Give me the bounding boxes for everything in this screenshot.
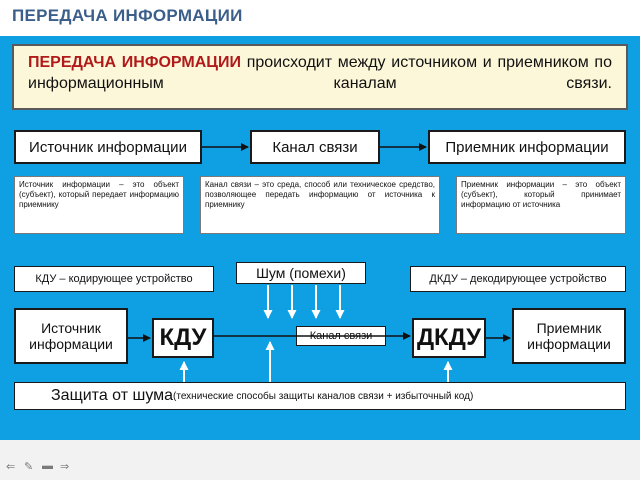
top-channel-box: Канал связи (250, 130, 380, 164)
top-receiver-box: Приемник информации (428, 130, 626, 164)
bottom-receiver-line2: информации (527, 336, 611, 352)
bottom-channel-box: Канал связи (296, 326, 386, 346)
intro-text-box: ПЕРЕДАЧА ИНФОРМАЦИИ происходит между ист… (12, 44, 628, 110)
protection-detail: (технические способы защиты каналов связ… (173, 390, 474, 402)
note-source-text: Источник информации – это объект (субъек… (19, 180, 179, 209)
kdu-legend-box: КДУ – кодирующее устройство (14, 266, 214, 292)
note-channel-text: Канал связи – это среда, способ или техн… (205, 180, 435, 209)
note-receiver: Приемник информации – это объект (субъек… (456, 176, 626, 234)
bottom-source-line2: информации (29, 336, 113, 352)
bottom-receiver-line1: Приемник (536, 320, 602, 336)
intro-highlight: ПЕРЕДАЧА ИНФОРМАЦИИ (28, 54, 241, 71)
kdu-label: КДУ (159, 324, 207, 351)
bottom-source-line1: Источник (41, 320, 101, 336)
bottom-receiver-box: Приемник информации (512, 308, 626, 364)
dkdu-label: ДКДУ (416, 324, 482, 351)
kdu-legend-text: КДУ – кодирующее устройство (35, 273, 193, 285)
note-receiver-text: Приемник информации – это объект (субъек… (461, 180, 621, 209)
noise-box: Шум (помехи) (236, 262, 366, 284)
kdu-box: КДУ (152, 318, 214, 358)
top-channel-label: Канал связи (272, 138, 358, 156)
dkdu-legend-box: ДКДУ – декодирующее устройство (410, 266, 626, 292)
prev-slide-icon[interactable]: ⇐ (6, 461, 16, 473)
note-source: Источник информации – это объект (субъек… (14, 176, 184, 234)
top-source-box: Источник информации (14, 130, 202, 164)
bottom-channel-label: Канал связи (309, 330, 373, 342)
noise-label: Шум (помехи) (256, 265, 346, 281)
top-source-label: Источник информации (29, 138, 187, 156)
top-receiver-label: Приемник информации (445, 138, 609, 156)
note-channel: Канал связи – это среда, способ или техн… (200, 176, 440, 234)
footer-bar (0, 440, 640, 480)
pen-icon[interactable]: ✎ (24, 461, 34, 473)
dkdu-legend-text: ДКДУ – декодирующее устройство (429, 273, 607, 285)
menu-icon[interactable]: ▬ (42, 460, 53, 472)
intro-rest: происходит между источником и приемником… (28, 54, 612, 92)
page-title: ПЕРЕДАЧА ИНФОРМАЦИИ (12, 6, 243, 25)
next-slide-icon[interactable]: ⇒ (60, 461, 70, 473)
protection-main: Защита от шума (51, 387, 174, 404)
dkdu-box: ДКДУ (412, 318, 486, 358)
bottom-source-box: Источник информации (14, 308, 128, 364)
protection-bar: Защита от шума (технические способы защи… (14, 382, 626, 410)
